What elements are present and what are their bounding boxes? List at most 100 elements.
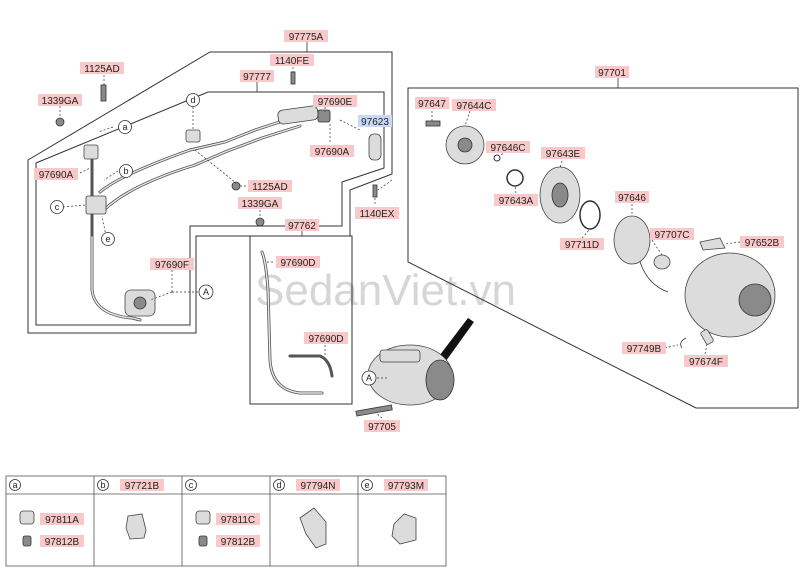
pn-97749b: 97749B xyxy=(622,342,666,355)
svg-text:c: c xyxy=(189,480,194,490)
pn-97707c: 97707C xyxy=(650,228,694,241)
svg-text:1339GA: 1339GA xyxy=(242,199,279,210)
svg-text:1125AD: 1125AD xyxy=(252,182,287,193)
svg-text:1339GA: 1339GA xyxy=(42,96,79,107)
pn-97690f: 97690F xyxy=(150,258,194,271)
pn-97647: 97647 xyxy=(415,97,449,110)
pn-97690a-left: 97690A xyxy=(34,168,78,181)
fastener-icons xyxy=(55,71,378,227)
svg-text:97793M: 97793M xyxy=(388,481,424,492)
callout-d: d xyxy=(186,93,200,107)
pn-97674f: 97674F xyxy=(684,355,728,368)
svg-text:97701: 97701 xyxy=(598,68,626,79)
pn-97777: 97777 xyxy=(240,70,274,83)
svg-text:97646: 97646 xyxy=(618,193,646,204)
legend-cell-a: 97811A 97812B xyxy=(19,510,84,548)
hose-assembly-frame xyxy=(27,51,393,334)
callout-A-bottom: A xyxy=(361,370,377,386)
svg-text:97690E: 97690E xyxy=(318,97,353,108)
svg-text:1125AD: 1125AD xyxy=(84,64,119,75)
suction-hose-frame xyxy=(249,235,353,405)
svg-text:97794N: 97794N xyxy=(300,481,335,492)
compressor-small xyxy=(367,344,455,406)
svg-text:c: c xyxy=(55,202,60,212)
svg-text:97705: 97705 xyxy=(368,422,396,433)
pn-97711d: 97711D xyxy=(560,238,604,251)
pn-1339ga-top: 1339GA xyxy=(38,94,82,107)
svg-text:A: A xyxy=(203,287,209,297)
legend-header-c: c xyxy=(185,479,197,491)
receiver-drier xyxy=(368,133,382,161)
compressor-frame xyxy=(407,87,799,409)
callout-b: b xyxy=(119,164,133,178)
pn-97643a: 97643A xyxy=(494,194,538,207)
legend-cell-c: 97811C 97812B xyxy=(195,510,260,548)
pn-97690a-right: 97690A xyxy=(310,145,354,158)
clutch-parts xyxy=(425,120,776,349)
svg-text:97721B: 97721B xyxy=(125,481,160,492)
svg-text:97749B: 97749B xyxy=(627,344,662,355)
pn-1125ad-mid: 1125AD xyxy=(248,180,292,193)
svg-text:97811A: 97811A xyxy=(45,515,79,526)
svg-text:a: a xyxy=(12,480,17,490)
svg-text:1140FE: 1140FE xyxy=(275,56,310,67)
svg-text:97674F: 97674F xyxy=(689,357,723,368)
svg-text:b: b xyxy=(123,166,128,176)
suction-hose xyxy=(260,250,334,395)
svg-text:97690D: 97690D xyxy=(308,334,343,345)
callout-e: e xyxy=(101,232,115,246)
svg-text:97690A: 97690A xyxy=(315,147,350,158)
svg-text:97811C: 97811C xyxy=(221,515,255,526)
leader-lines xyxy=(59,67,741,419)
svg-text:1140EX: 1140EX xyxy=(360,209,395,220)
pn-97652b: 97652B xyxy=(740,236,784,249)
svg-text:97775A: 97775A xyxy=(289,32,324,43)
svg-text:97690D: 97690D xyxy=(280,258,315,269)
callout-A-left: A xyxy=(198,284,214,300)
svg-text:A: A xyxy=(366,373,372,383)
svg-text:a: a xyxy=(122,122,127,132)
pn-97705: 97705 xyxy=(364,420,400,433)
svg-text:97690A: 97690A xyxy=(39,170,74,181)
legend-header-b: b 97721B xyxy=(97,479,164,492)
svg-text:97623: 97623 xyxy=(361,117,389,128)
legend-header-a: a xyxy=(9,479,21,491)
svg-text:e: e xyxy=(105,234,110,244)
svg-text:97646C: 97646C xyxy=(490,143,525,154)
pn-97762: 97762 xyxy=(285,219,319,232)
svg-text:d: d xyxy=(276,480,281,490)
pn-97701: 97701 xyxy=(595,66,629,79)
svg-text:97647: 97647 xyxy=(418,99,446,110)
pn-97646c: 97646C xyxy=(486,141,530,154)
pn-97690d-bottom: 97690D xyxy=(304,332,348,345)
svg-text:97762: 97762 xyxy=(288,221,316,232)
legend-cell-d-part xyxy=(299,507,327,549)
svg-text:97812B: 97812B xyxy=(45,537,80,548)
hose-assembly xyxy=(83,105,331,322)
legend-table: a b 97721B c d 97794N e 97793M xyxy=(5,475,447,567)
callout-a: a xyxy=(118,120,132,134)
svg-text:d: d xyxy=(190,95,195,105)
svg-text:97707C: 97707C xyxy=(654,230,689,241)
svg-text:97643A: 97643A xyxy=(499,196,534,207)
pn-1125ad-top: 1125AD xyxy=(80,62,124,75)
svg-text:97711D: 97711D xyxy=(565,240,599,251)
svg-text:97690F: 97690F xyxy=(155,260,189,271)
pn-1140fe: 1140FE xyxy=(270,54,314,67)
pn-97646: 97646 xyxy=(615,191,649,204)
pn-1140ex: 1140EX xyxy=(355,207,399,220)
svg-text:97652B: 97652B xyxy=(745,238,780,249)
pn-97775a: 97775A xyxy=(284,30,328,43)
pn-97623: 97623 xyxy=(358,115,392,128)
svg-text:e: e xyxy=(364,480,369,490)
pn-1339ga-mid: 1339GA xyxy=(238,197,282,210)
svg-text:97812B: 97812B xyxy=(221,537,256,548)
legend-header-e: e 97793M xyxy=(361,479,428,492)
legend-cell-b-part xyxy=(125,513,147,540)
pn-97690d-top: 97690D xyxy=(276,256,320,269)
callout-c: c xyxy=(50,200,64,214)
bolt-97705 xyxy=(355,404,393,417)
pn-97644c: 97644C xyxy=(452,99,496,112)
svg-text:b: b xyxy=(100,480,105,490)
